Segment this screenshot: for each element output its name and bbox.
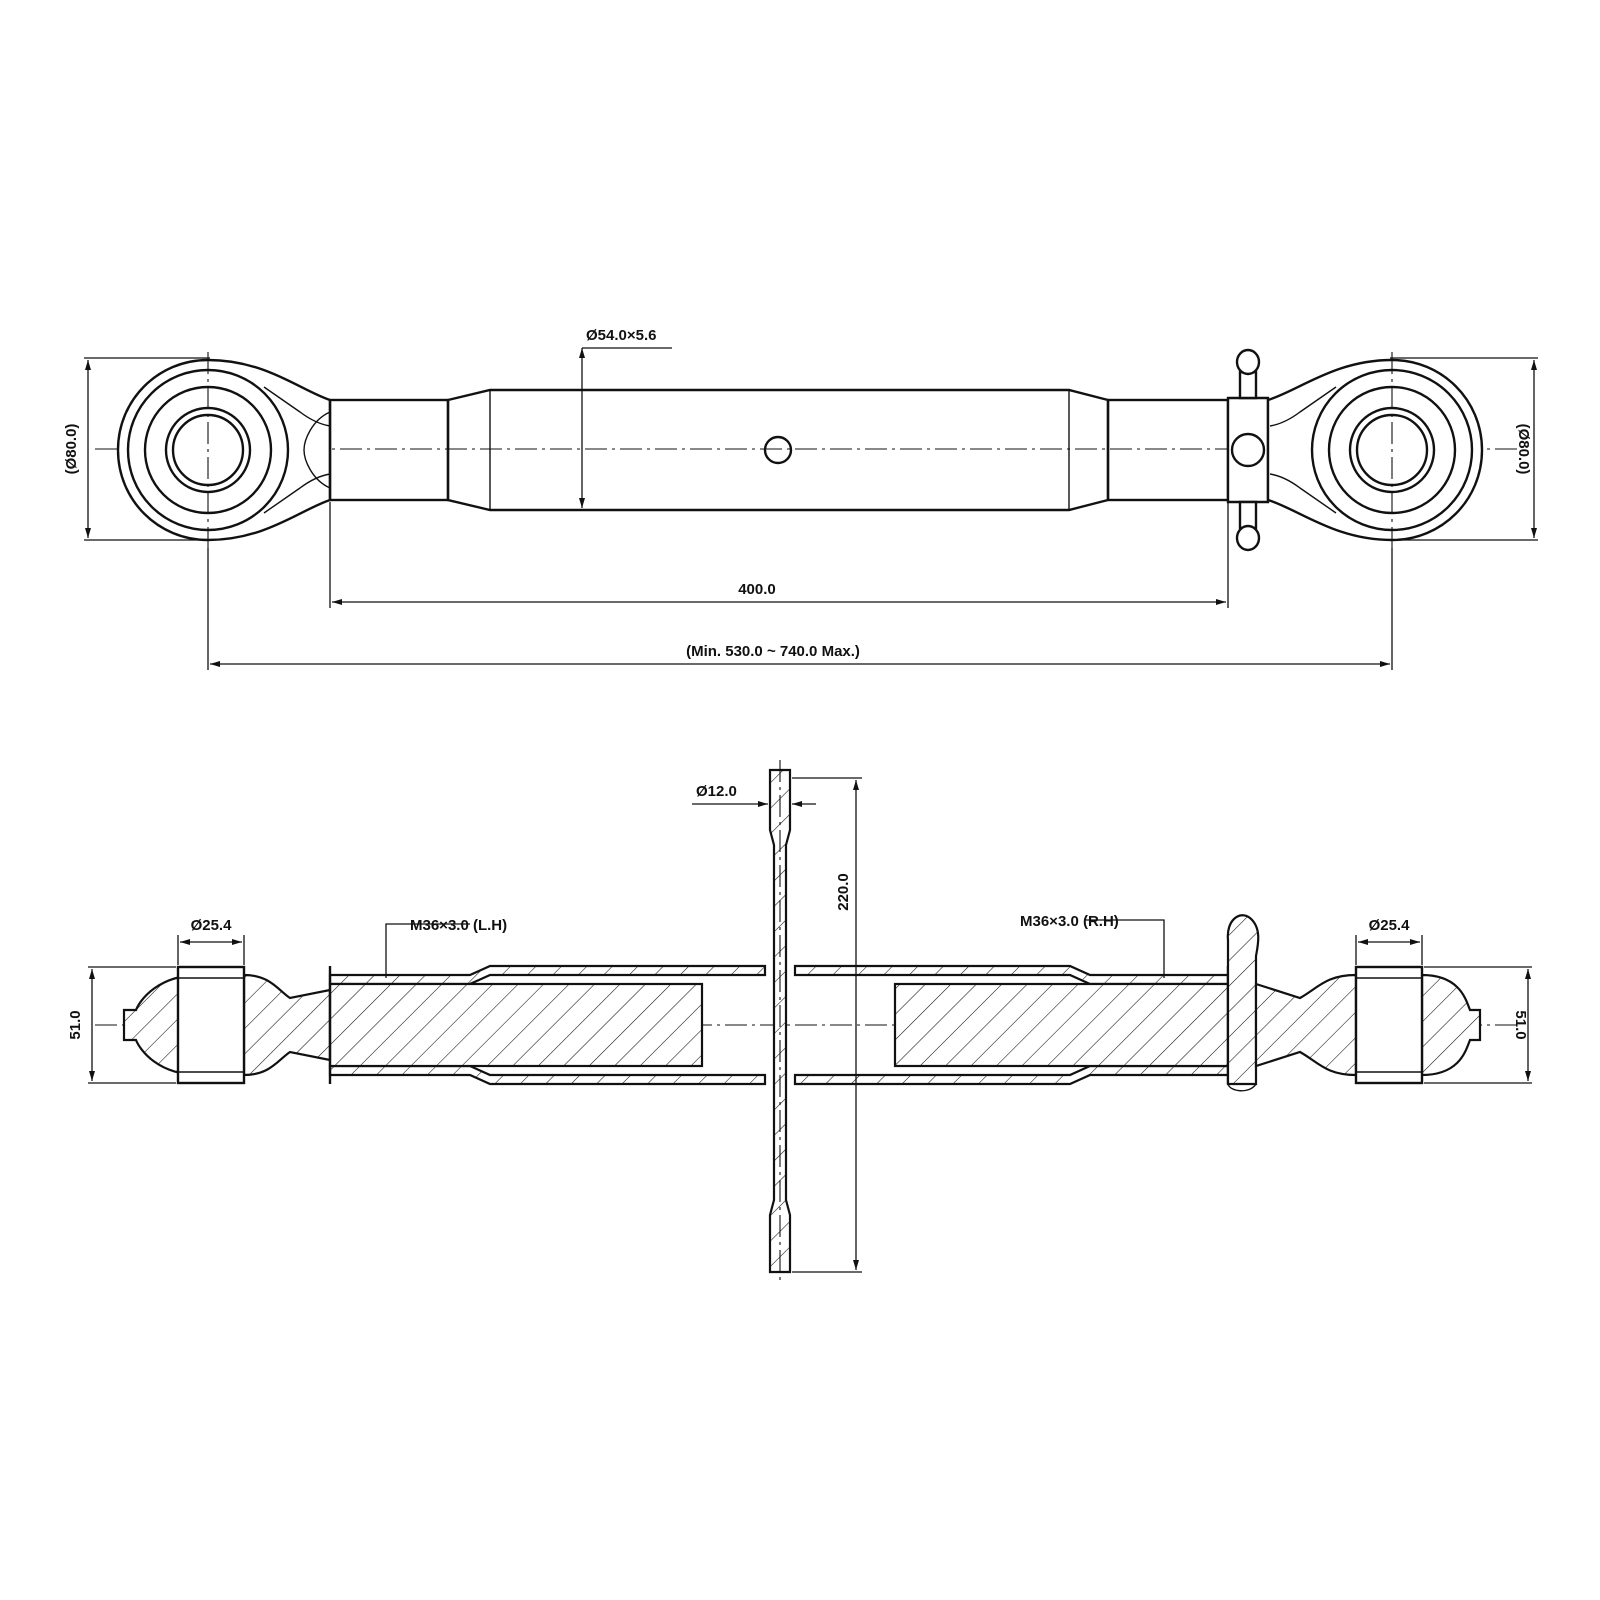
left-tube-section [328, 964, 767, 1086]
left-ball-width-label: 51.0 [67, 1010, 84, 1039]
right-ball-section [1254, 965, 1482, 1085]
right-ball-diameter-label: (Ø80.0) [1515, 424, 1532, 475]
dimension-right-ball-width: 51.0 [1424, 966, 1532, 1084]
leader-left-thread: M36×3.0 (L.H) [385, 917, 507, 978]
left-ball-diameter-label: (Ø80.0) [63, 424, 80, 475]
leader-right-thread: M36×3.0 (R.H) [1020, 913, 1165, 978]
dimension-tube-length: 400.0 [329, 502, 1229, 608]
total-length-label: (Min. 530.0 ~ 740.0 Max.) [686, 643, 860, 660]
left-ball-end [116, 352, 332, 548]
right-ball-width-label: 51.0 [1512, 1010, 1529, 1039]
left-bore-label: Ø25.4 [191, 917, 233, 934]
handle-length-label: 220.0 [835, 873, 852, 911]
dimension-right-ball: (Ø80.0) [1390, 357, 1538, 541]
tube-diameter-label: Ø54.0×5.6 [586, 327, 656, 344]
dimension-left-ball: (Ø80.0) [63, 357, 210, 541]
tube-body [328, 388, 1230, 512]
dimension-handle-length: 220.0 [792, 777, 862, 1273]
tube-length-label: 400.0 [738, 581, 776, 598]
dimension-left-ball-width: 51.0 [67, 966, 176, 1084]
handle-bar-section [768, 760, 792, 1280]
handle-hole [763, 435, 793, 465]
dimension-handle-diameter: Ø12.0 [692, 783, 816, 807]
left-thread-label: M36×3.0 (L.H) [410, 917, 507, 934]
locking-handle-top [1226, 348, 1270, 552]
dimension-total-length: (Min. 530.0 ~ 740.0 Max.) [207, 548, 1393, 670]
dimension-left-bore: Ø25.4 [177, 917, 245, 965]
right-thread-label: M36×3.0 (R.H) [1020, 913, 1119, 930]
right-bore-label: Ø25.4 [1369, 917, 1411, 934]
top-view: (Ø80.0) (Ø80.0) Ø54.0×5.6 400.0 (Min. 53… [63, 327, 1538, 670]
dimension-tube-diameter: Ø54.0×5.6 [579, 327, 672, 508]
left-ball-section [122, 965, 332, 1085]
dimension-right-bore: Ø25.4 [1355, 917, 1423, 965]
right-ball-end [1266, 352, 1484, 548]
handle-diameter-label: Ø12.0 [696, 783, 737, 800]
section-view: 51.0 51.0 Ø25.4 Ø25.4 M36×3.0 (L.H) M36×… [67, 760, 1532, 1280]
locking-pin-section [1226, 914, 1260, 1092]
